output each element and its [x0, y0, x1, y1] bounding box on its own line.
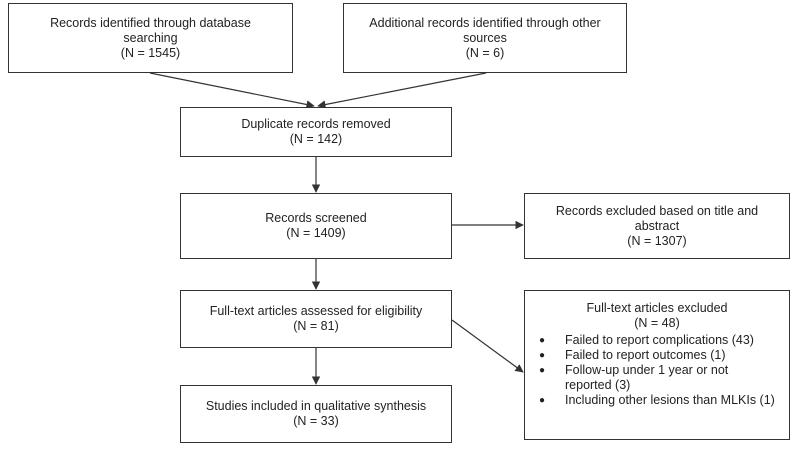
bullet-icon: ● [539, 350, 546, 361]
screened-count: (N = 1409) [286, 226, 346, 240]
screened-label: Records screened [265, 211, 367, 225]
included-count: (N = 33) [293, 414, 339, 428]
reason-text: Failed to report outcomes (1) [565, 348, 726, 362]
other-line-2: sources [463, 30, 507, 45]
list-item: ● Failed to report complications (43) [539, 333, 775, 348]
exclusion-reasons-list: ● Failed to report complications (43) ● … [539, 333, 775, 408]
bullet-icon: ● [539, 365, 546, 376]
box-records-screened: Records screened (N = 1409) [180, 193, 452, 259]
reason-text: Including other lesions than MLKIs (1) [565, 393, 775, 407]
list-item: ● Failed to report outcomes (1) [539, 348, 775, 363]
database-line-1: Records identified through database [50, 15, 251, 30]
box-other-sources: Additional records identified through ot… [343, 3, 627, 73]
bullet-icon: ● [539, 335, 546, 346]
database-line-2: searching [123, 30, 178, 45]
arrow-other-to-duplicates [317, 72, 487, 109]
box-excluded-title-abstract: Records excluded based on title and abst… [524, 193, 790, 259]
other-count: (N = 6) [465, 45, 505, 60]
list-item: ● Follow-up under 1 year or not reported… [539, 363, 775, 393]
arrow-fulltext-to-excluded [451, 319, 524, 373]
fulltext-count: (N = 81) [293, 319, 339, 333]
other-line-1: Additional records identified through ot… [369, 15, 601, 30]
box-database-records: Records identified through database sear… [8, 3, 293, 73]
box-fulltext-excluded: Full-text articles excluded (N = 48) ● F… [524, 290, 790, 440]
fulltext-label: Full-text articles assessed for eligibil… [209, 304, 423, 318]
reason-text: Failed to report complications (43) [565, 333, 754, 347]
duplicates-count: (N = 142) [289, 132, 343, 146]
reason-text: Follow-up under 1 year or not reported (… [565, 363, 729, 392]
excluded-title-line-2: abstract [634, 218, 680, 233]
duplicates-label: Duplicate records removed [241, 117, 391, 131]
arrow-database-to-duplicates [149, 72, 315, 109]
fulltext-excluded-title: Full-text articles excluded [586, 301, 728, 315]
list-item: ● Including other lesions than MLKIs (1) [539, 393, 775, 408]
fulltext-excluded-count: (N = 48) [634, 316, 680, 330]
excluded-title-count: (N = 1307) [627, 233, 687, 248]
database-count: (N = 1545) [120, 45, 181, 60]
box-studies-included: Studies included in qualitative synthesi… [180, 385, 452, 443]
bullet-icon: ● [539, 395, 546, 406]
excluded-title-line-1: Records excluded based on title and [555, 203, 759, 218]
box-duplicates-removed: Duplicate records removed (N = 142) [180, 107, 452, 157]
box-fulltext-assessed: Full-text articles assessed for eligibil… [180, 290, 452, 348]
included-label: Studies included in qualitative synthesi… [205, 399, 427, 413]
